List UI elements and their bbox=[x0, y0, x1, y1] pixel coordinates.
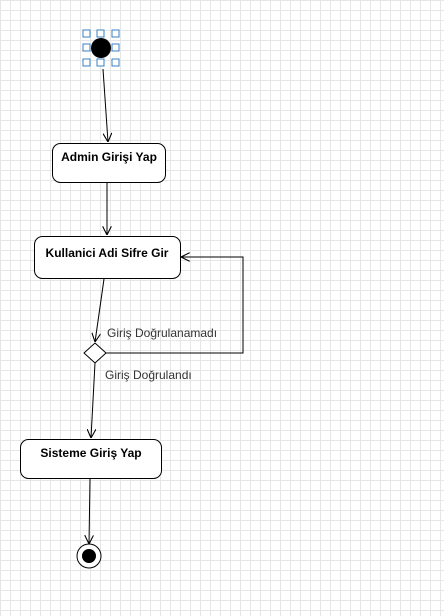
selection-handles[interactable] bbox=[82, 29, 120, 67]
selection-handle-top-right[interactable] bbox=[111, 29, 120, 38]
action-enter-credentials-label: Kullanici Adi Sifre Gir bbox=[46, 246, 169, 260]
action-admin-login-label: Admin Girişi Yap bbox=[61, 150, 157, 164]
selection-handle-left[interactable] bbox=[82, 43, 91, 52]
selection-handle-right[interactable] bbox=[111, 43, 120, 52]
edge-initial-to-admin-login[interactable] bbox=[102, 68, 108, 142]
initial-node[interactable] bbox=[91, 38, 111, 58]
edge-label-not-verified: Giriş Doğrulanamadı bbox=[107, 326, 217, 340]
edge-decision-to-system-login[interactable] bbox=[91, 362, 95, 438]
selection-handle-top-left[interactable] bbox=[82, 29, 91, 38]
selection-handle-bottom-left[interactable] bbox=[82, 58, 91, 67]
edge-label-verified: Giriş Doğrulandı bbox=[105, 368, 192, 382]
action-enter-credentials[interactable]: Kullanici Adi Sifre Gir bbox=[34, 236, 181, 279]
action-admin-login[interactable]: Admin Girişi Yap bbox=[52, 143, 166, 183]
selection-handle-bottom-right[interactable] bbox=[111, 58, 120, 67]
selection-handle-bottom[interactable] bbox=[96, 58, 105, 67]
edge-credentials-to-decision[interactable] bbox=[95, 278, 105, 342]
edge-system-login-to-final[interactable] bbox=[89, 478, 90, 544]
final-node[interactable] bbox=[76, 543, 102, 569]
action-system-login-label: Sisteme Giriş Yap bbox=[40, 446, 141, 460]
decision-node[interactable] bbox=[83, 342, 107, 364]
edge-decision-loop-back[interactable] bbox=[106, 257, 244, 354]
action-system-login[interactable]: Sisteme Giriş Yap bbox=[20, 439, 162, 479]
selection-handle-top[interactable] bbox=[96, 29, 105, 38]
